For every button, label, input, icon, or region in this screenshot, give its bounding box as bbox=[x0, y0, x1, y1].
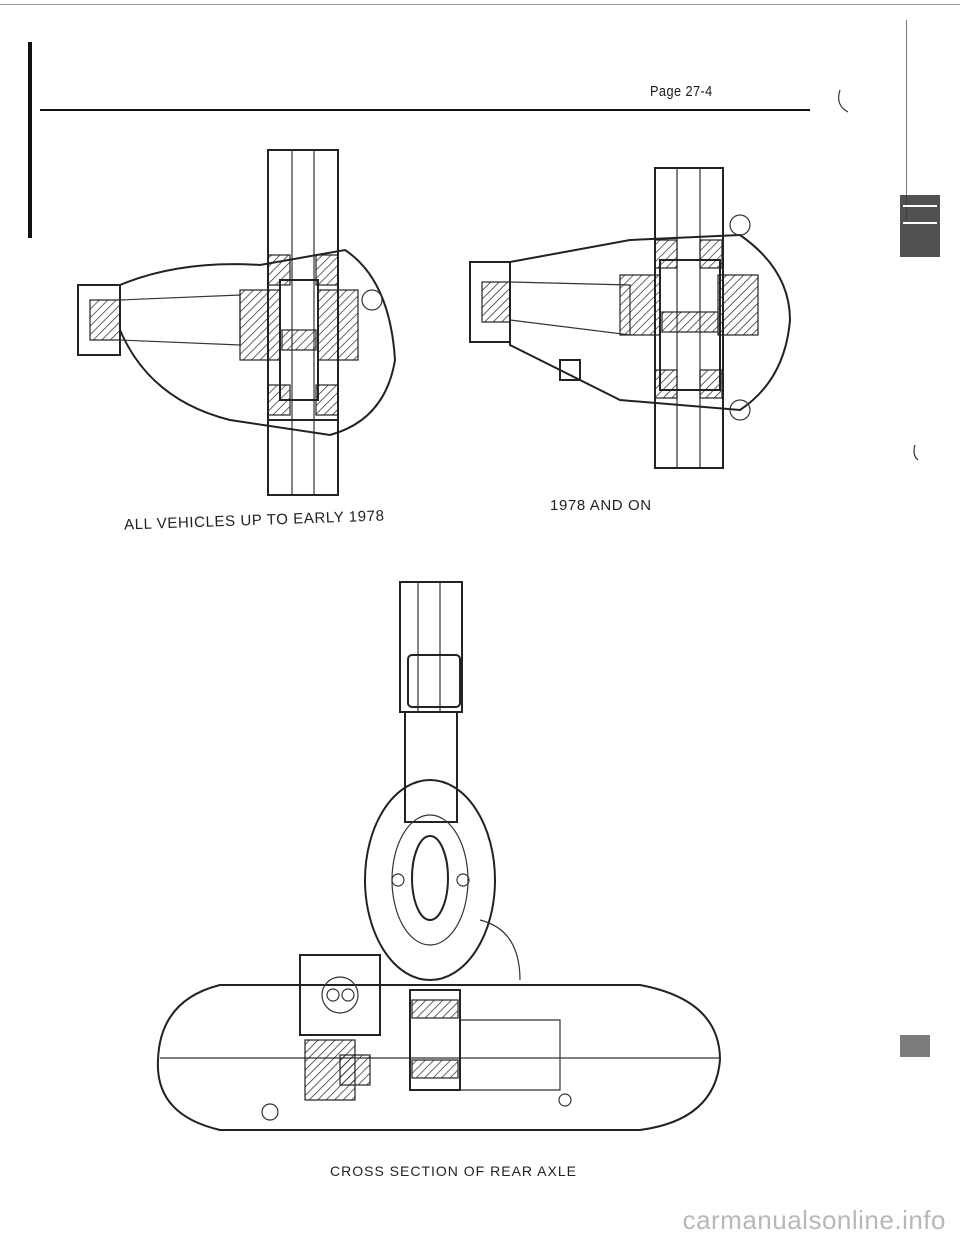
caption-later-differential: 1978 AND ON bbox=[550, 497, 652, 514]
caption-rear-axle-cross-section: CROSS SECTION OF REAR AXLE bbox=[330, 1163, 577, 1179]
top-scan-edge bbox=[0, 4, 960, 5]
later-differential-drawing bbox=[469, 167, 792, 469]
right-margin-artifacts bbox=[838, 89, 940, 1057]
page-number: Page 27-4 bbox=[650, 83, 713, 100]
rear-axle-cross-section-drawing bbox=[156, 581, 722, 1131]
left-margin-bar bbox=[28, 42, 32, 238]
right-scan-edge bbox=[906, 20, 907, 220]
watermark-text: carmanualsonline.info bbox=[682, 1205, 946, 1235]
early-differential-drawing bbox=[77, 149, 397, 496]
header-rule bbox=[40, 109, 810, 111]
